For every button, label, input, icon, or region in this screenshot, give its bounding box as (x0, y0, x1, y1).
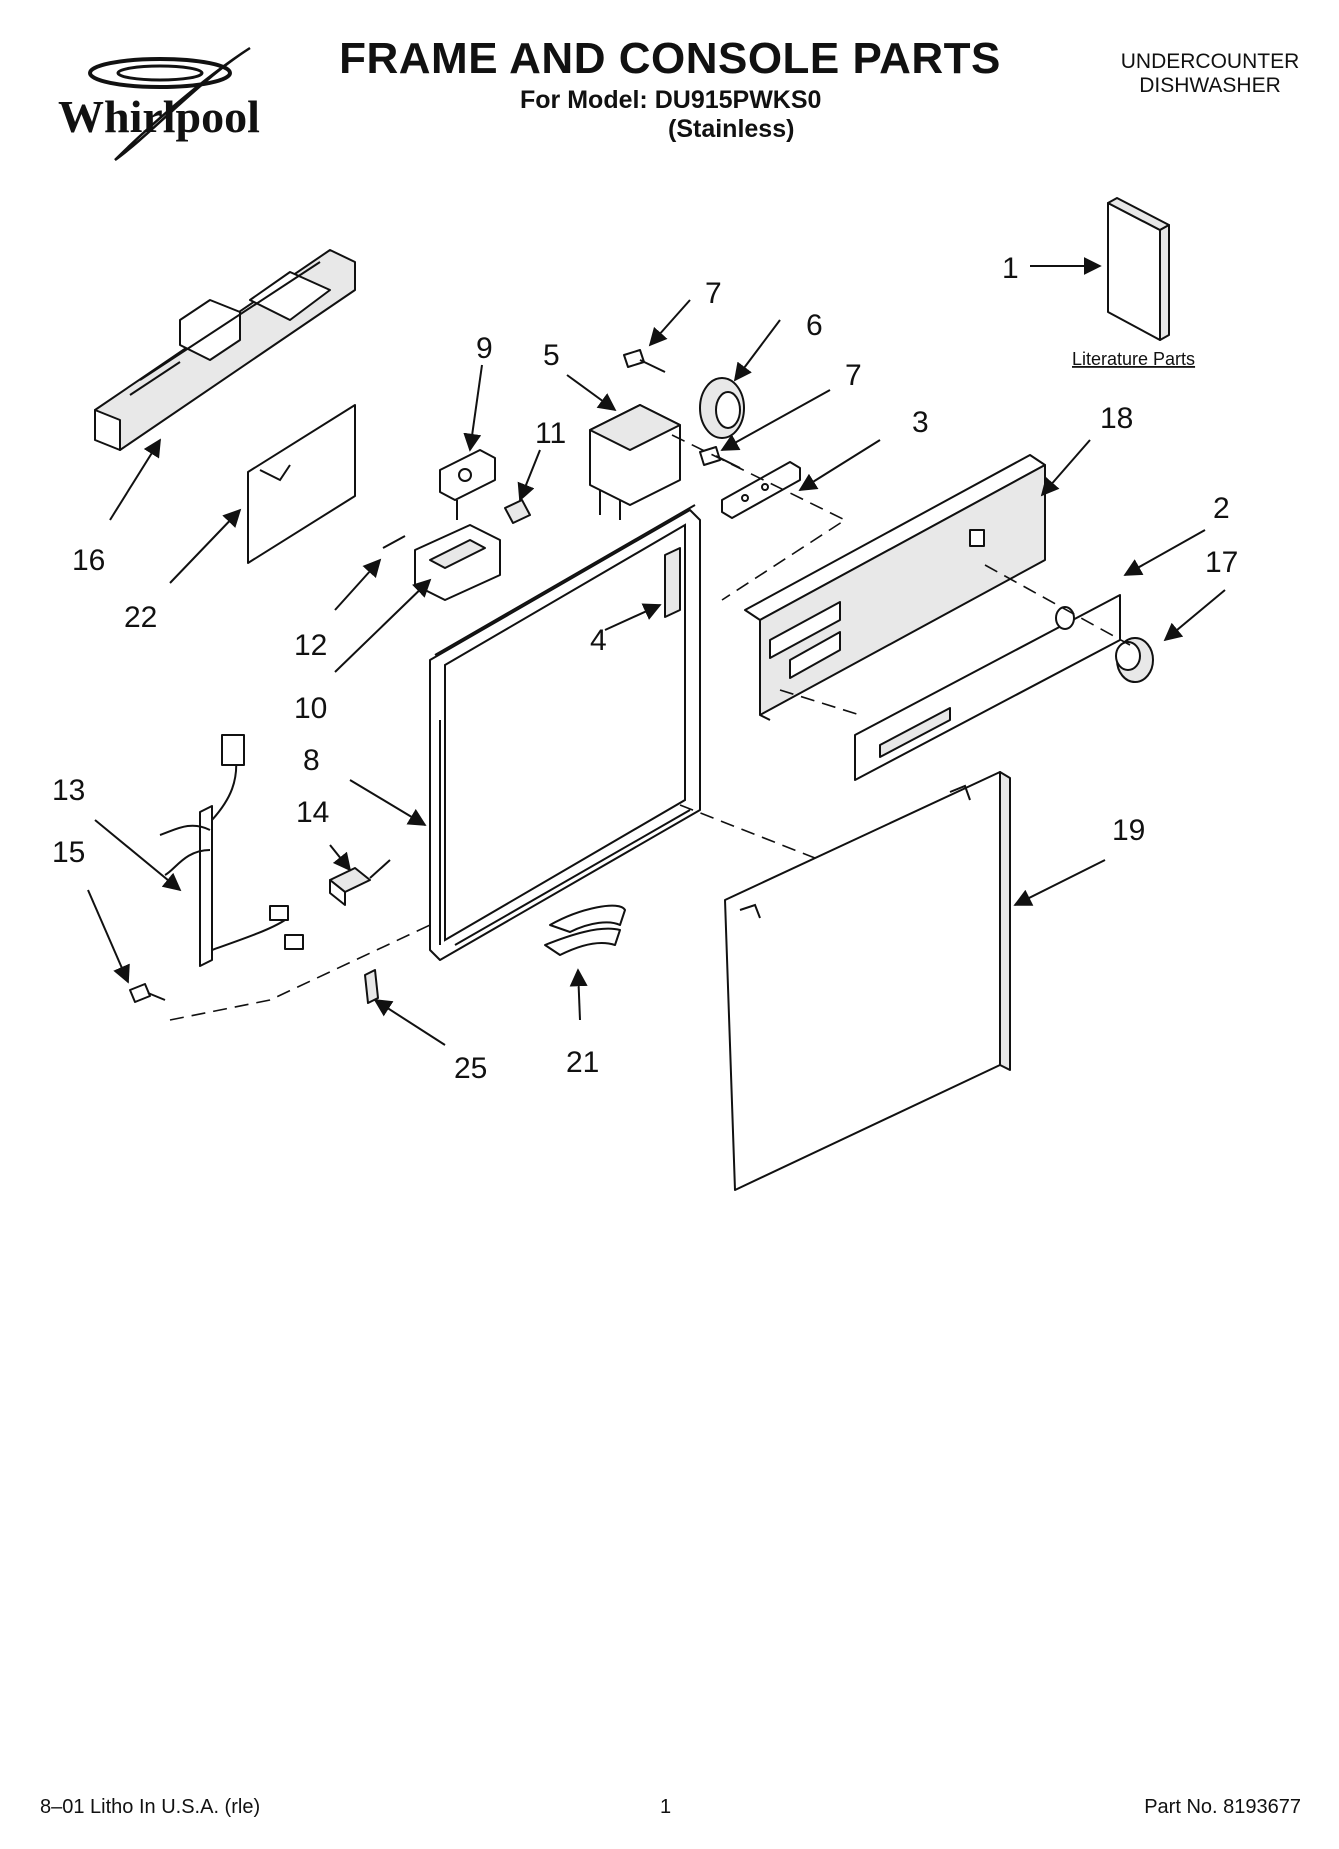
part-13-wire-harness (159, 734, 304, 967)
callout-19: 19 (1112, 814, 1145, 847)
litho-note: 8–01 Litho In U.S.A. (rle) (40, 1796, 261, 1818)
page-number: 1 (660, 1796, 672, 1818)
callout-9: 9 (476, 332, 493, 365)
part-14-float-switch (329, 859, 391, 906)
callout-4: 4 (590, 624, 607, 657)
callout-10: 10 (294, 692, 327, 725)
part-15-screw (129, 983, 166, 1003)
appliance-type-line2: DISHWASHER (1139, 74, 1281, 97)
page-title: FRAME AND CONSOLE PARTS (339, 34, 1001, 83)
callout-16: 16 (72, 544, 105, 577)
callout-5: 5 (543, 339, 560, 372)
callout-6: 6 (806, 309, 823, 342)
part-2-control-panel (854, 594, 1121, 781)
part-25-clip (364, 969, 379, 1004)
part-3-switch-bracket (721, 461, 801, 519)
appliance-type: UNDERCOUNTER DISHWASHER (1090, 50, 1330, 98)
callout-21: 21 (566, 1046, 599, 1079)
part-12-spring (382, 535, 406, 549)
part-5-timer (589, 404, 681, 520)
part-8-door-frame (429, 504, 701, 961)
callout-15: 15 (52, 836, 85, 869)
appliance-type-line1: UNDERCOUNTER (1120, 50, 1300, 73)
callout-7-lower: 7 (845, 359, 862, 392)
part-11-actuator (504, 499, 531, 524)
callout-22: 22 (124, 601, 157, 634)
part-18-console (744, 454, 1046, 721)
callout-17: 17 (1205, 546, 1238, 579)
callout-13: 13 (52, 774, 85, 807)
part-7-screw-lower (699, 446, 741, 469)
part-22-insulation (247, 404, 356, 564)
callout-25: 25 (454, 1052, 487, 1085)
part-number: Part No. 8193677 (1144, 1796, 1301, 1818)
part-9-door-switch (439, 449, 496, 520)
part-16-control-housing (94, 249, 356, 451)
part-10-switch-bracket (414, 524, 501, 601)
part-21-handle (544, 904, 626, 956)
part-19-door-panel (724, 771, 1011, 1191)
whirlpool-logo: Whirlpool (58, 46, 260, 162)
logo-wordmark: Whirlpool (58, 91, 260, 142)
callout-7-top: 7 (705, 277, 722, 310)
callout-2: 2 (1213, 492, 1230, 525)
callout-12: 12 (294, 629, 327, 662)
part-1-literature (1107, 197, 1170, 341)
part-6-timer-knob (699, 377, 745, 439)
model-variant: (Stainless) (668, 115, 795, 143)
part-7-screw-top (623, 349, 666, 373)
model-number: For Model: DU915PWKS0 (520, 86, 822, 114)
callout-8: 8 (303, 744, 320, 777)
part-17-knob (1115, 637, 1154, 683)
logo-swirl-icon (88, 57, 232, 89)
literature-parts-label: Literature Parts (1072, 349, 1195, 369)
callout-14: 14 (296, 796, 329, 829)
callout-1: 1 (1002, 252, 1019, 285)
callout-3: 3 (912, 406, 929, 439)
callout-18: 18 (1100, 402, 1133, 435)
callout-11: 11 (535, 417, 566, 450)
